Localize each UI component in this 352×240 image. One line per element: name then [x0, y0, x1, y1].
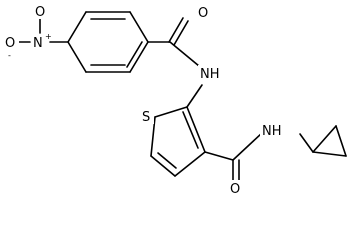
bond-lines — [18, 11, 347, 181]
bond-thio-s-c5 — [150, 116, 156, 157]
bond-n-cyclopropyl — [299, 133, 314, 153]
bond-c-n-amide2 — [232, 132, 263, 161]
bond-cyclopropyl-3 — [312, 151, 347, 157]
atom-n-nitro: N — [33, 36, 43, 51]
bond-thio-c2-s — [154, 106, 188, 118]
bond-benzene-1 — [67, 11, 87, 43]
molecule-structure: O - N + O O NH S NH O — [4, 3, 347, 197]
bond-cyclopropyl-2 — [335, 125, 347, 157]
bond-benzene-3 — [129, 11, 149, 43]
bond-thio-c4-c3 — [174, 151, 206, 177]
bond-thio-c5-c4-inner — [157, 152, 177, 169]
bond-thio-c5-c4 — [150, 155, 176, 177]
charge-minus: - — [8, 51, 11, 60]
bond-thio-c3-c2-inner — [182, 111, 199, 149]
bond-n-thiophene — [186, 84, 203, 108]
atom-s-thiophene: S — [142, 110, 150, 125]
bond-benzene-6 — [67, 41, 87, 73]
bond-c-o-amide1-b — [173, 20, 189, 46]
atom-labels: O - N + O O NH S NH O — [4, 3, 286, 197]
bond-thio-c3-c2 — [186, 106, 206, 153]
atom-nh-amide2: NH — [262, 124, 282, 139]
bond-benzene-inner-3 — [126, 41, 143, 68]
atom-nh-amide1: NH — [200, 67, 220, 82]
charge-plus: + — [45, 32, 52, 41]
bond-c-n-amide1 — [169, 41, 200, 67]
atom-o-amide2: O — [230, 182, 240, 197]
bond-cyclopropyl-1 — [312, 125, 337, 153]
bond-benzene-4 — [129, 41, 149, 73]
bond-thio-carbonyl2 — [204, 151, 234, 161]
atom-o-nitro-top: O — [35, 5, 45, 20]
atom-o-nitro-left: O — [5, 36, 15, 51]
bond-c-o-amide1-a — [168, 17, 184, 43]
atom-o-amide1: O — [198, 6, 208, 21]
